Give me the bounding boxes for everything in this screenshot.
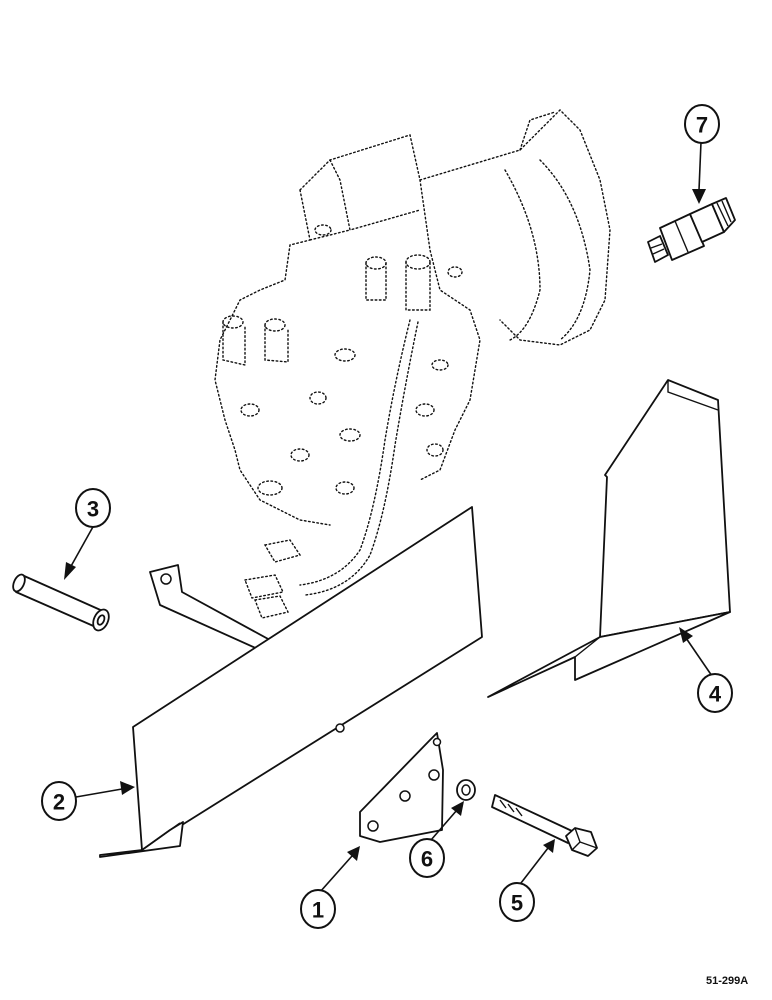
part-6-washer	[456, 779, 476, 801]
callout-label: 2	[53, 790, 65, 815]
callout-label: 3	[87, 497, 99, 522]
callout-5: 5	[499, 882, 535, 922]
callout-label: 7	[696, 113, 708, 138]
part-5-bolt	[491, 794, 598, 857]
leader-lines	[64, 141, 713, 893]
callout-label: 1	[312, 898, 324, 923]
part-1-plate	[359, 732, 444, 843]
callout-label: 6	[421, 847, 433, 872]
callout-label: 4	[709, 682, 722, 707]
valve-assembly-phantom	[214, 109, 611, 619]
callout-7: 7	[684, 104, 720, 144]
part-2-bracket	[99, 506, 483, 858]
callout-6: 6	[409, 838, 445, 878]
figure-code: 51-299A	[706, 975, 748, 987]
callout-label: 5	[511, 891, 523, 916]
callout-1: 1	[300, 889, 336, 929]
part-3-sleeve	[12, 573, 110, 632]
callout-3: 3	[75, 488, 111, 528]
callout-2: 2	[41, 781, 77, 821]
part-7-switch	[647, 197, 736, 263]
callout-4: 4	[697, 673, 733, 713]
part-4-shield	[487, 379, 731, 698]
